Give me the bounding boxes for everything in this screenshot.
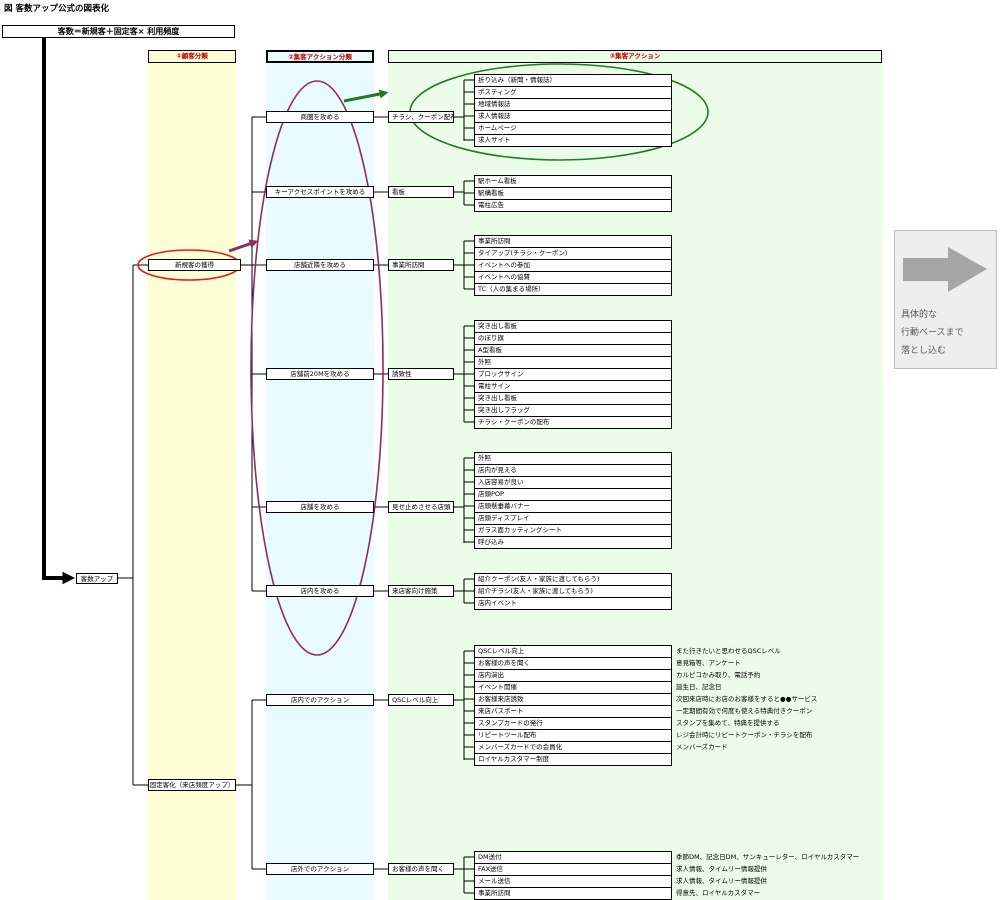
action-note-g-5: 一定期間有効で何度も使える特典付きクーポン — [676, 707, 813, 715]
side-callout-line-2: 行動ベースまで — [901, 328, 964, 338]
level2-trade-area: 商圏を攻める — [266, 111, 374, 123]
level3-qsc: QSCレベル向上 — [388, 694, 454, 706]
action-item-d-8: チラシ・クーポンの配布 — [474, 416, 672, 429]
action-note-h-3: 得意先、ロイヤルカスタマー — [676, 889, 761, 897]
action-item-c-4: TC（人の集まる場所） — [474, 283, 672, 296]
root-node: 客数アップ — [76, 573, 118, 584]
level2-store: 店舗を攻める — [266, 501, 374, 513]
level3-visitor-measures: 来店客向け施策 — [388, 585, 454, 597]
action-note-h-2: 求人情報、タイムリー情報提供 — [676, 877, 767, 885]
level2-out-store-action: 店外でのアクション — [266, 863, 374, 875]
action-note-g-6: スタンプを集めて、特典を提供する — [676, 719, 780, 727]
formula-box: 客数＝新規客＋固定客× 利用頻度 — [2, 25, 235, 38]
side-callout-line-1: 具体的な — [901, 310, 938, 320]
header-actions: ③集客アクション — [388, 50, 882, 63]
action-item-e-7: 呼び込み — [474, 536, 672, 549]
category-new-customers: 新規客の獲得 — [148, 259, 241, 271]
level3-storefront: 見せ止めさせる店頭 — [388, 501, 454, 513]
figure-title: 図 客数アップ公式の図表化 — [4, 4, 109, 14]
action-note-g-2: カルピコかみ取り、電話予約 — [676, 671, 761, 679]
action-item-h-3: 事業所訪問 — [474, 887, 672, 900]
level2-store-front-20m: 店舗前20Mを攻める — [266, 368, 374, 380]
action-item-f-2: 店内イベント — [474, 597, 672, 610]
action-item-a-5: 求人サイト — [474, 134, 672, 147]
level3-business-visit: 事業所訪問 — [388, 259, 454, 271]
action-note-g-7: レジ会計時にリピートクーポン・チラシを配布 — [676, 731, 813, 739]
action-note-g-1: 意見箱等、アンケート — [676, 659, 741, 667]
action-note-g-4: 次回来店時にお店のお客様をすると●●サービス — [676, 695, 818, 703]
action-note-g-3: 誕生日、記念日 — [676, 683, 722, 691]
level2-key-access-point: キーアクセスポイントを攻める — [266, 186, 374, 198]
level2-in-store: 店内を攻める — [266, 585, 374, 597]
level3-signboard: 看板 — [388, 186, 454, 198]
action-note-h-1: 求人情報、タイムリー情報提供 — [676, 865, 767, 873]
action-note-h-0: 季節DM、記念日DM、サンキューレター、ロイヤルカスタマー — [676, 853, 860, 861]
side-callout-line-3: 落とし込む — [901, 346, 947, 356]
band-customer-class — [148, 50, 236, 900]
action-item-b-2: 電柱広告 — [474, 199, 672, 212]
level3-customer-voice: お客様の声を聞く — [388, 863, 454, 875]
action-item-g-9: ロイヤルカスタマー制度 — [474, 753, 672, 766]
level2-store-vicinity: 店舗近隣を攻める — [266, 259, 374, 271]
level3-attraction: 誘致性 — [388, 368, 454, 380]
category-fixed-customers: 固定客化（来店頻度アップ） — [148, 779, 236, 791]
header-customer-class: ①顧客分類 — [148, 50, 236, 63]
level3-flyer-coupon: チラシ、クーポン配布 — [388, 111, 454, 123]
right-arrow-icon — [903, 247, 987, 292]
side-callout: 具体的な 行動ベースまで 落とし込む — [894, 230, 997, 369]
action-note-g-0: また行きたいと思わせるQSCレベル — [676, 647, 781, 655]
header-action-class: ②集客アクション分類 — [266, 50, 374, 63]
level2-in-store-action: 店内でのアクション — [266, 694, 374, 706]
action-note-g-8: メンバーズカード — [676, 743, 728, 751]
